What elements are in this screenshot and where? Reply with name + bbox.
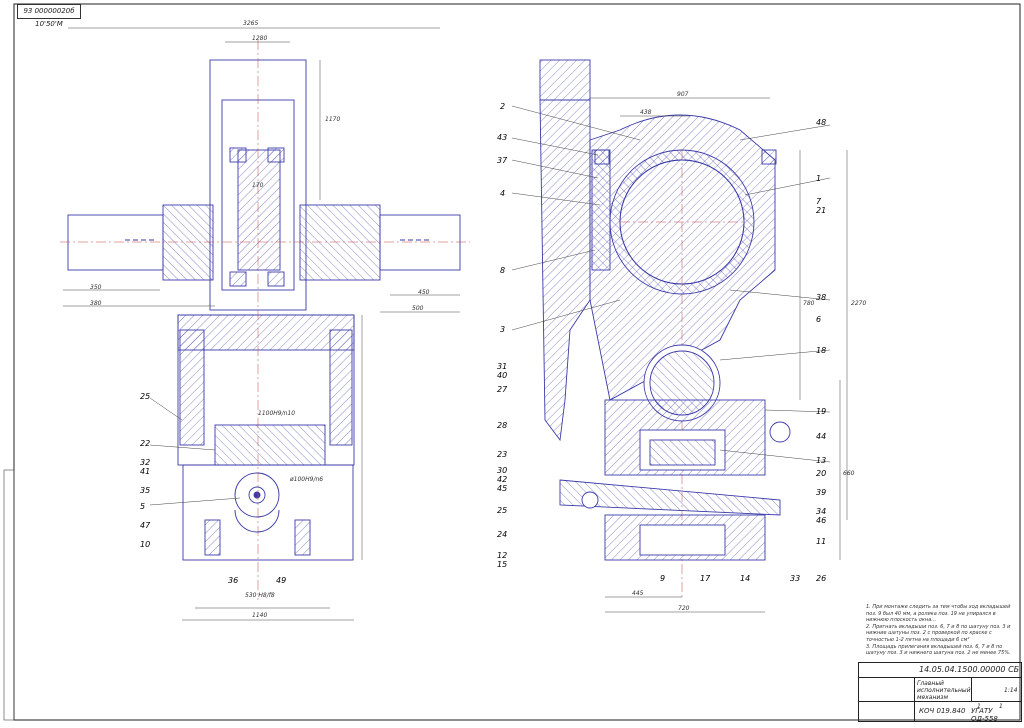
dimension-label: 2270 [851, 300, 867, 307]
dimension-label: 445 [632, 590, 644, 597]
callout: 28 [497, 421, 508, 430]
callout: 44 [816, 432, 827, 441]
callout: 23 [497, 450, 508, 459]
callout: 42 [497, 475, 508, 484]
dimension-label: 450 [418, 289, 430, 296]
callout: 31 [497, 362, 508, 371]
dimension-label: 907 [677, 91, 689, 98]
callout: 34 [816, 507, 827, 516]
organization: УГАТУ ОД-558 [971, 707, 998, 723]
right-dimensions [590, 97, 848, 613]
callout: 24 [497, 530, 508, 539]
scale-value: 1:14 [1004, 687, 1018, 694]
right-shaft [379, 214, 461, 271]
callout: 19 [816, 407, 827, 416]
callout: 21 [816, 206, 827, 215]
callout: 46 [816, 516, 827, 525]
dimension-label: 1140 [252, 612, 268, 619]
stamp-label: 93 00000020б 10'50'М [17, 4, 81, 28]
sheet-value: 1 [977, 703, 981, 710]
dimension-label: 380 [90, 300, 102, 307]
left-view [60, 40, 470, 600]
right-view [539, 59, 791, 600]
dimension-label: 720 [678, 605, 690, 612]
side-strip [3, 469, 15, 721]
dimension-label: 780 [803, 300, 815, 307]
sheet-frame [13, 3, 1021, 721]
callout: 30 [497, 466, 508, 475]
callout: 11 [816, 537, 827, 546]
callout: 17 [700, 574, 711, 583]
dimension-label: 1100H9/n10 [258, 410, 296, 417]
callout: 8 [500, 266, 506, 275]
sheets-value: 1 [999, 703, 1003, 710]
callout: 26 [816, 574, 827, 583]
callout: 14 [740, 574, 751, 583]
callout: 41 [140, 467, 151, 476]
dimension-label: 500 [412, 305, 424, 312]
note: 3. Площадь прилегания вкладышей поз. 6, … [866, 643, 1011, 657]
callout: 27 [497, 385, 508, 394]
callout: 48 [816, 118, 827, 127]
leader-lines [149, 105, 831, 506]
project-code: КОЧ 019.840 [919, 707, 966, 715]
dimension-label: 1170 [325, 116, 341, 123]
callout: 33 [790, 574, 801, 583]
dimension-label: 350 [90, 284, 102, 291]
callout: 1 [816, 174, 822, 183]
dimension-label: 660 [843, 470, 855, 477]
note: 1. При монтаже следить за тем чтобы ход … [866, 604, 1011, 624]
callout: 47 [140, 521, 151, 530]
callout: 18 [816, 346, 827, 355]
callout: 40 [497, 371, 508, 380]
callout: 5 [140, 502, 146, 511]
callout: 15 [497, 560, 508, 569]
callout: 35 [140, 486, 151, 495]
callout: 36 [228, 576, 239, 585]
callout: 25 [140, 392, 151, 401]
callout: 43 [497, 133, 508, 142]
callout: 10 [140, 540, 151, 549]
callout: 25 [497, 506, 508, 515]
drawing-name: Главный исполнительный механизм [917, 680, 971, 701]
callout: 45 [497, 484, 508, 493]
dimension-label: 170 [252, 182, 264, 189]
callout: 38 [816, 293, 827, 302]
callout: 3 [500, 325, 506, 334]
doc-number: 14.05.04.1500.00000 СБ [919, 665, 1020, 674]
technical-notes: 1. При монтаже следить за тем чтобы ход … [866, 604, 1016, 657]
note: 2. Пригнать вкладыши поз. 6, 7 и 8 по ша… [866, 623, 1011, 643]
callout: 32 [140, 458, 151, 467]
callout: 39 [816, 488, 827, 497]
callout: 49 [276, 576, 287, 585]
dimension-label: ø100H9/n6 [290, 476, 324, 483]
dimension-label: 3265 [243, 20, 259, 27]
callout: 4 [500, 189, 506, 198]
callout: 6 [816, 315, 822, 324]
callout: 20 [816, 469, 827, 478]
dimension-label: 530 H8/f8 [245, 592, 275, 599]
left-dimensions [63, 27, 460, 621]
dimension-label: 1280 [252, 35, 268, 42]
callout: 37 [497, 156, 508, 165]
callout: 22 [140, 439, 151, 448]
callout: 12 [497, 551, 508, 560]
base-block [182, 464, 354, 561]
left-shaft [67, 214, 164, 271]
callout: 2 [500, 102, 506, 111]
dimension-label: 438 [640, 109, 652, 116]
callout: 9 [660, 574, 666, 583]
callout: 13 [816, 456, 827, 465]
title-block: 14.05.04.1500.00000 СБ Главный исполните… [858, 662, 1022, 723]
callout: 7 [816, 197, 822, 206]
